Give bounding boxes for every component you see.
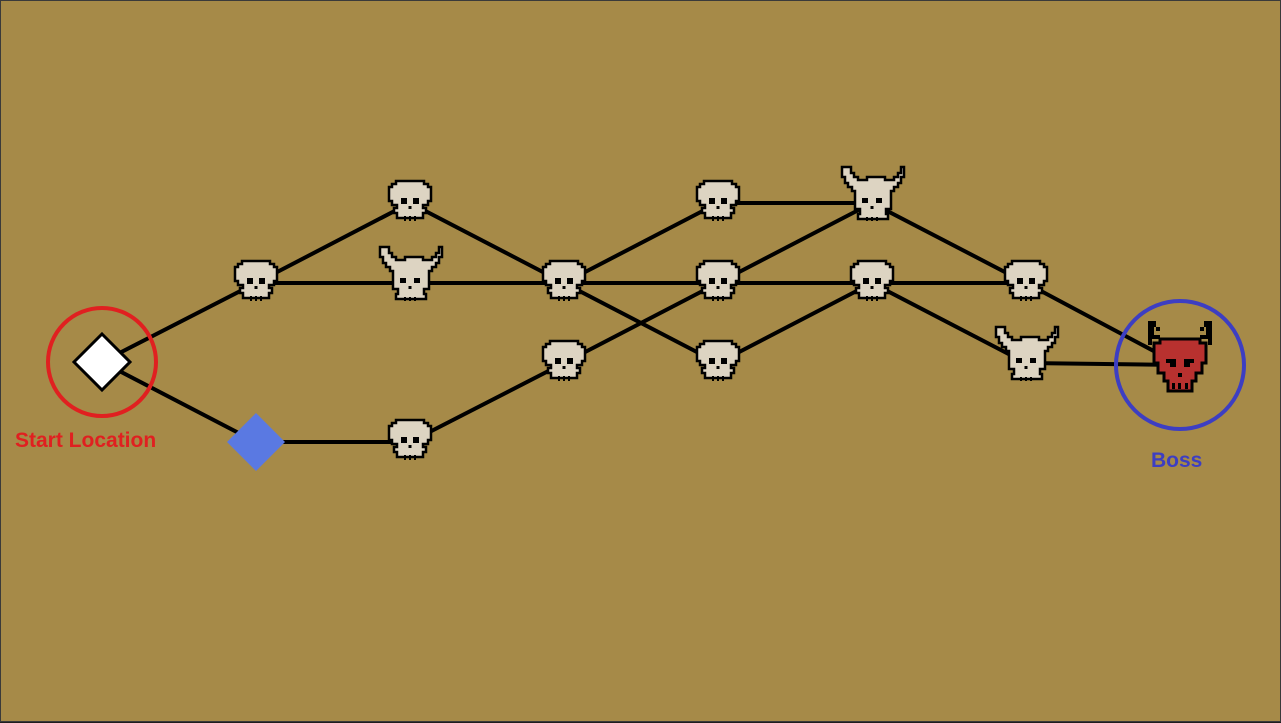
path-line bbox=[101, 360, 257, 444]
skull-icon[interactable] bbox=[541, 339, 587, 383]
blue-diamond-icon[interactable] bbox=[227, 413, 285, 471]
path-line bbox=[871, 201, 1027, 285]
path-line bbox=[409, 361, 565, 444]
path-lines bbox=[101, 201, 1181, 444]
boss-label: Boss bbox=[1151, 449, 1203, 472]
skull-icon[interactable] bbox=[387, 418, 433, 462]
skull-icon[interactable] bbox=[695, 179, 741, 223]
path-line bbox=[101, 281, 257, 364]
white-diamond-icon[interactable] bbox=[71, 331, 133, 393]
path-line bbox=[717, 281, 873, 365]
skull-icon[interactable] bbox=[695, 339, 741, 383]
skull-icon[interactable] bbox=[695, 259, 741, 303]
skull-icon[interactable] bbox=[849, 259, 895, 303]
path-line bbox=[255, 201, 411, 285]
path-line bbox=[871, 281, 1027, 365]
start-highlight-ring bbox=[46, 306, 158, 418]
path-line bbox=[717, 201, 873, 285]
skull-icon[interactable] bbox=[387, 179, 433, 223]
horned-skull-icon[interactable] bbox=[378, 245, 444, 303]
skull-icon[interactable] bbox=[1003, 259, 1049, 303]
skull-icon[interactable] bbox=[541, 259, 587, 303]
boss-highlight-ring bbox=[1114, 299, 1246, 431]
demon-skull-icon[interactable] bbox=[1148, 321, 1212, 393]
path-line bbox=[409, 201, 565, 285]
path-line bbox=[563, 281, 719, 365]
skull-icon[interactable] bbox=[233, 259, 279, 303]
path-line bbox=[1025, 361, 1181, 367]
path-line bbox=[563, 201, 719, 285]
start-location-label: Start Location bbox=[15, 429, 157, 452]
